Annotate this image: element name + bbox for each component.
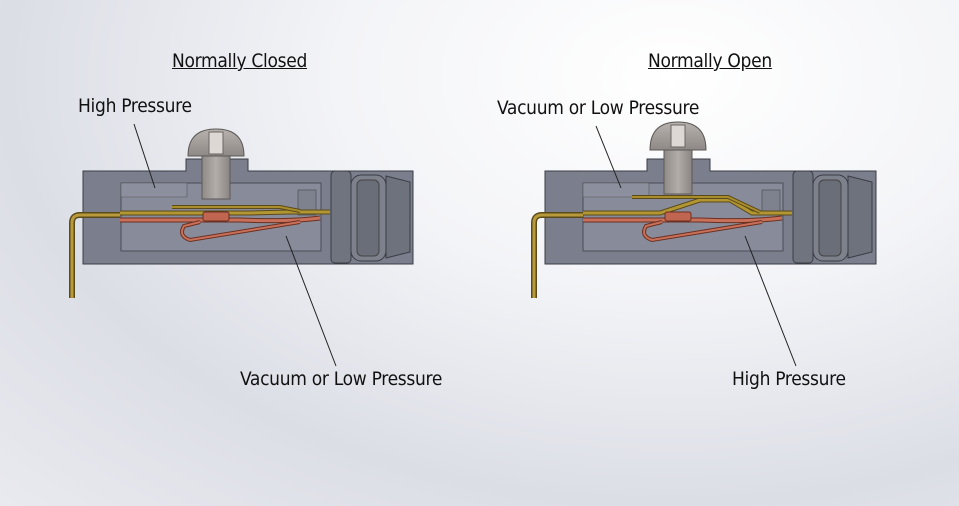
label-vacuum-right: Vacuum or Low Pressure (497, 97, 700, 119)
panel-title-normally-closed: Normally Closed (172, 50, 308, 72)
label-vacuum-left: Vacuum or Low Pressure (240, 368, 443, 390)
leader-high-pressure-right (744, 235, 797, 367)
panel-title-normally-open: Normally Open (648, 50, 772, 72)
leader-vacuum-left (285, 235, 337, 367)
contact-right (664, 211, 692, 222)
switch-normally-closed (69, 123, 414, 367)
contact-left (202, 211, 230, 222)
leader-high-pressure-left (133, 123, 156, 189)
switch-normally-open (531, 121, 877, 367)
screw-shaft-left (201, 152, 231, 200)
label-high-pressure-left: High Pressure (78, 95, 192, 117)
leader-vacuum-right (595, 125, 622, 189)
label-high-pressure-right: High Pressure (732, 368, 846, 390)
screw-shaft-right (663, 146, 693, 195)
